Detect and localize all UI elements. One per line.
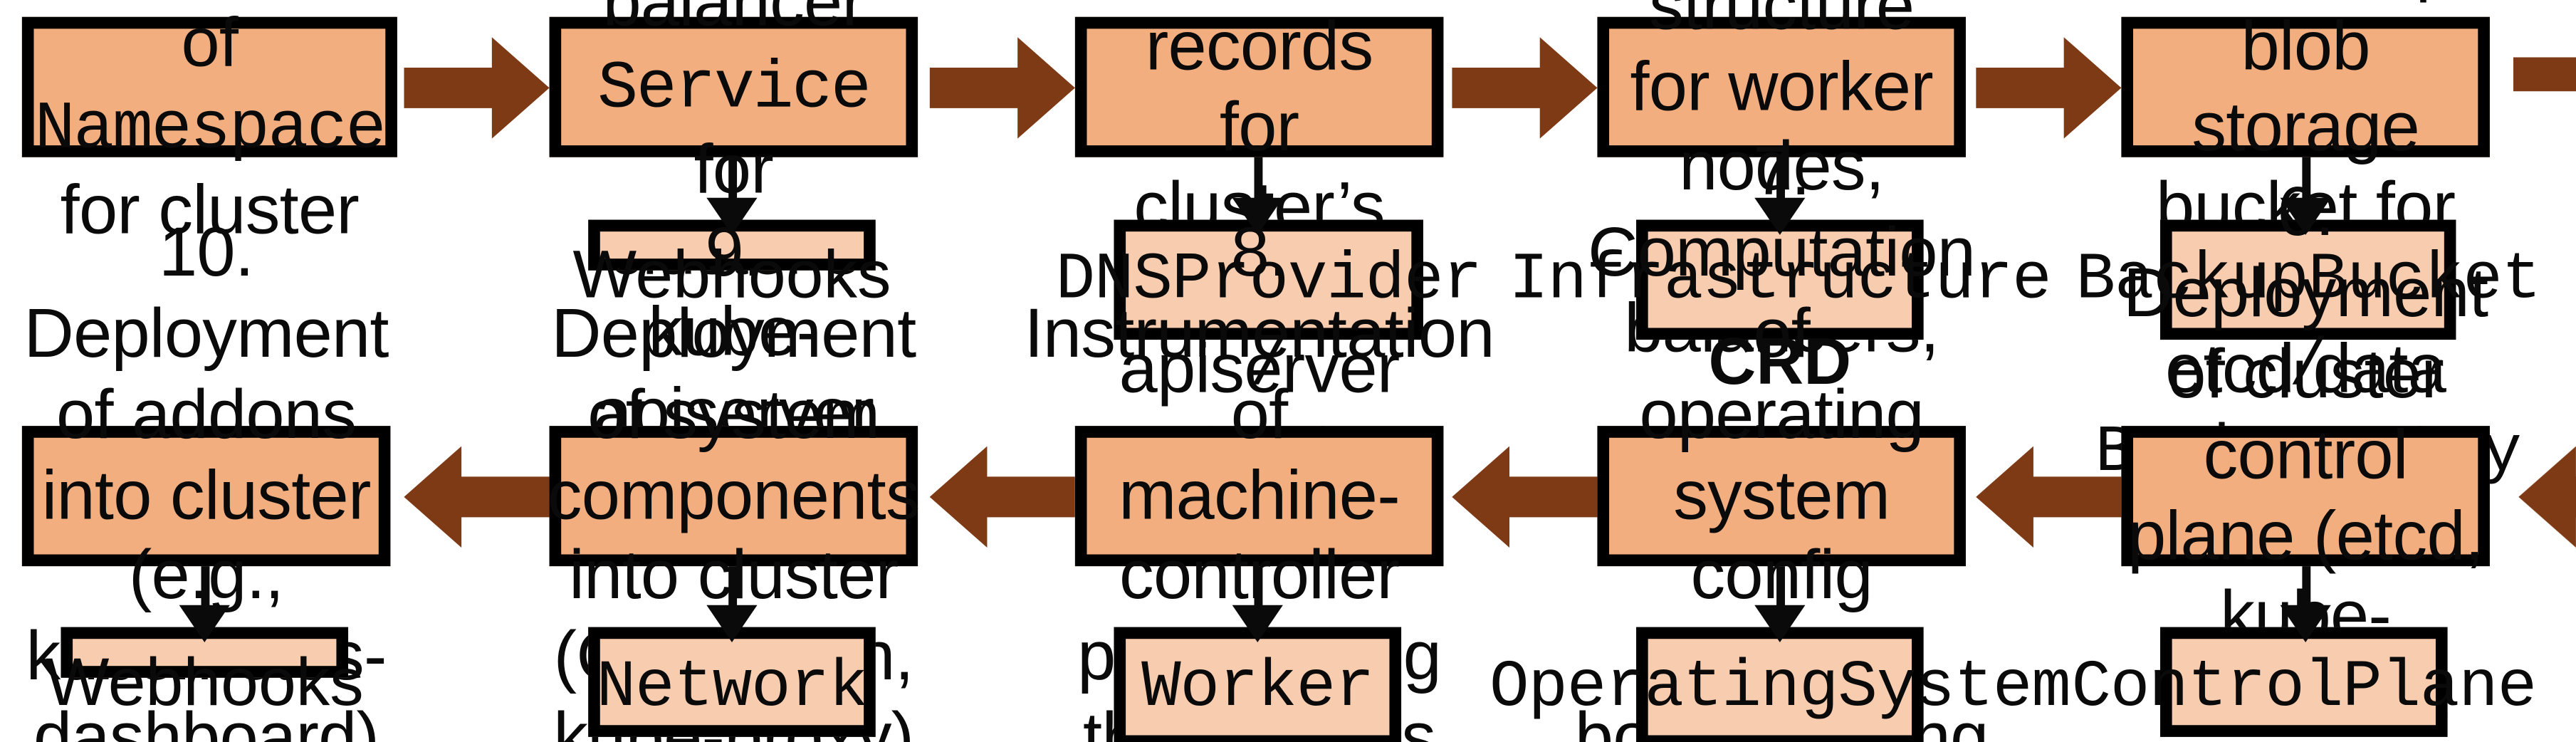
artifact-label: OperatingSystemConfig CRD (1489, 650, 2071, 742)
artifact-box-6[interactable]: ControlPlane CRD Webhooks (2072, 627, 2537, 742)
connector-arrowhead (179, 605, 230, 642)
artifact-row-controlplane-crd: ControlPlane CRD (2072, 639, 2538, 742)
connector-arrowhead (706, 197, 758, 235)
artifact-row-worker-crd: WorkerCRD (1126, 639, 1389, 742)
connector-step5-artifact (2302, 157, 2311, 203)
step-box-3[interactable]: 3. Creation of DNSrecords for cluster’sk… (1074, 0, 1444, 408)
connector-arrowhead (1754, 605, 1806, 642)
connector-arrowhead (1232, 605, 1283, 642)
artifact-row-webhooks: Webhooks (46, 639, 364, 726)
flow-arrow-6-to-7 (1976, 446, 2122, 548)
artifact-row-network-crd: Network CRD (597, 639, 869, 742)
flow-arrow-7-to-8 (1452, 446, 1598, 548)
artifact-label: ControlPlane CRD (2071, 650, 2538, 742)
artifact-row-webhooks: Webhooks (572, 231, 891, 319)
flow-arrow-1-to-2 (404, 37, 550, 139)
artifact-box-10[interactable]: Webhooks (46, 627, 364, 720)
flow-arrow-3-to-4 (1452, 37, 1598, 139)
connector-arrowhead (2280, 197, 2331, 235)
step-box-2[interactable]: 2. Creation of loadbalancer Service forc… (549, 0, 918, 451)
flow-arrow-8-to-9 (929, 446, 1075, 548)
connector-arrowhead (1754, 197, 1806, 235)
connector-arrowhead (2280, 605, 2331, 642)
artifact-label: Network CRD (596, 650, 869, 742)
flow-arrow-5-to-6-head (2518, 446, 2576, 548)
connector-step6-artifact (2302, 566, 2311, 612)
flow-arrow-4-to-5 (1976, 37, 2122, 139)
artifact-box-8[interactable]: WorkerCRD (1114, 627, 1402, 742)
connector-step2-artifact (728, 157, 738, 203)
connector-step7-artifact (1776, 566, 1785, 612)
flow-arrow-9-to-10 (404, 446, 550, 548)
step-box-5[interactable]: 5. Preparation of backupblob storage buc… (2121, 0, 2490, 408)
connector-step9-artifact (728, 566, 738, 612)
artifact-label: Webhooks (45, 645, 364, 721)
connector-step10-artifact (201, 566, 210, 612)
connector-arrowhead (1232, 197, 1283, 235)
connector-arrowhead (706, 605, 758, 642)
flow-connector-5-to-6-horizontal (2513, 57, 2576, 92)
artifact-row-osc-crd: OperatingSystemConfig CRD (1489, 639, 2071, 742)
connector-step4-artifact (1776, 157, 1785, 203)
connector-step8-artifact (1254, 566, 1263, 612)
flow-arrow-2-to-3 (929, 37, 1075, 139)
artifact-label: Webhooks (572, 238, 891, 313)
step-box-8[interactable]: 8. Instrumentation ofmachine-controllerp… (1025, 212, 1495, 742)
artifact-box-7[interactable]: OperatingSystemConfig CRD (1489, 627, 2071, 742)
connector-step3-artifact (1254, 157, 1263, 203)
artifact-label: WorkerCRD (1141, 650, 1374, 742)
artifact-box-9[interactable]: Network CRD Webhooks (588, 627, 876, 742)
